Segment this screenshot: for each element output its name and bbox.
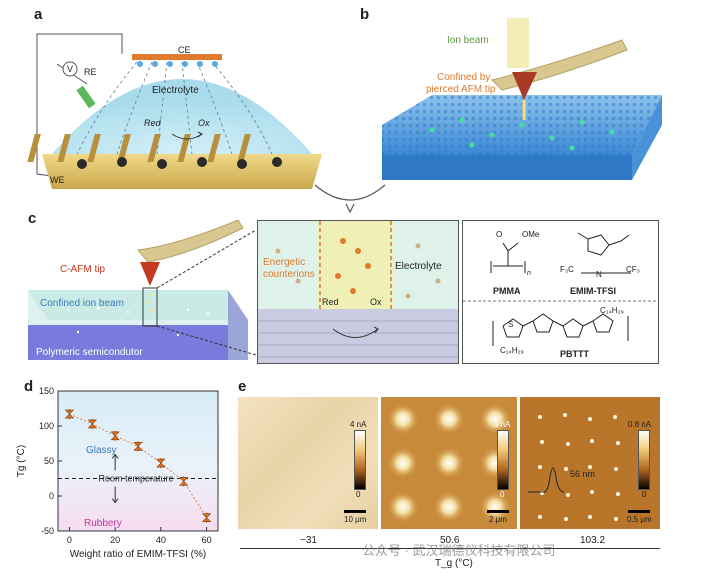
voltmeter-icon	[62, 61, 78, 77]
chem-cf3-label: CF₃	[626, 265, 640, 274]
panel-d-rubbery-label: Rubbery	[84, 518, 122, 529]
panel-e-axis-line	[240, 548, 660, 549]
panel-c-energetic-line2: counterions	[263, 269, 315, 280]
x-tick-label: 20	[110, 535, 120, 545]
panel-a-electrolyte-label: Electrolyte	[152, 85, 199, 96]
panel-a-schematic	[27, 33, 322, 189]
afm-profile-label: 56 nm	[570, 469, 596, 479]
panel-d-glassy-label: Glassy	[86, 445, 117, 456]
panel-c-confined-ion-label: Confined ion beam	[40, 298, 124, 309]
afm-scalebar-2	[487, 510, 509, 513]
y-tick-label: 0	[49, 491, 54, 501]
data-point	[178, 477, 189, 486]
y-tick-label: 50	[44, 456, 54, 466]
panel-b-confined-line1: Confined by	[437, 72, 491, 83]
panel-d-letter: d	[24, 378, 34, 395]
room-temperature-label: Room temperature	[98, 474, 173, 484]
rubbery-arrow	[111, 486, 119, 504]
afm-scalebar-1	[344, 510, 366, 513]
afm-cbar-bottom-2: 0	[500, 490, 505, 499]
panel-b-letter: b	[360, 6, 370, 23]
panel-e-xlabel: T_g (°C)	[435, 558, 473, 569]
panel-a-ce-label: CE	[178, 45, 191, 55]
reference-electrode	[76, 85, 96, 109]
panel-c-polymeric-label: Polymeric semicondutor	[36, 347, 143, 358]
plot-area	[57, 390, 219, 532]
data-point	[201, 513, 212, 522]
afm-scale-label-1: 10 μm	[344, 515, 367, 524]
afm-scale-label-2: 2 μm	[489, 515, 507, 524]
panel-c-cafm-tip-label: C-AFM tip	[60, 264, 105, 275]
panel-e-tg-1: −31	[300, 535, 317, 546]
panel-a-letter: a	[34, 6, 43, 23]
chem-o-label: O	[496, 230, 503, 239]
panel-b-ion-beam-label: Ion beam	[447, 35, 489, 46]
panel-b-confined-line2: pierced AFM tip	[426, 84, 496, 95]
chem-c14-top-label: C₁₄H₂₉	[600, 306, 624, 315]
panel-c-letter: c	[28, 210, 37, 227]
panel-e-letter: e	[238, 378, 247, 395]
x-tick-label: 60	[202, 535, 212, 545]
afm-scale-label-3: 0.5 μm	[627, 515, 652, 524]
x-tick-label: 40	[156, 535, 166, 545]
afm-colorbar-3	[638, 430, 650, 490]
data-point	[156, 458, 166, 468]
panel-a-v-label: V	[67, 64, 74, 74]
merge-arrow	[314, 184, 386, 214]
data-point	[87, 419, 98, 429]
chem-c14-bottom-label: C₁₄H₂₉	[500, 346, 524, 355]
chem-pbttt-label: PBTTT	[560, 349, 589, 359]
chem-f3c-label: F₃C	[560, 265, 574, 274]
panel-a-we-label: WE	[50, 175, 65, 185]
panel-c-energetic-line1: Energetic	[263, 257, 306, 268]
y-tick-label: -50	[41, 526, 54, 536]
counter-electrode	[132, 54, 222, 60]
glassy-arrow	[111, 453, 119, 471]
panel-e-tg-2: 50.6	[440, 535, 460, 546]
panel-a-red-label: Red	[144, 118, 161, 128]
afm-cbar-top-2: 1 nA	[494, 420, 511, 429]
panel-c-electrolyte-label: Electrolyte	[395, 261, 442, 272]
chem-nminus-label: N	[596, 270, 602, 279]
afm-cbar-bottom-3: 0	[642, 490, 647, 499]
chem-ome-label: OMe	[522, 230, 540, 239]
panel-c-chem-box	[462, 220, 659, 364]
panel-c-ox-label: Ox	[370, 297, 382, 307]
y-tick-label: 100	[39, 421, 54, 431]
afm-cbar-bottom-1: 0	[356, 490, 361, 499]
data-point	[133, 442, 143, 451]
chem-pmma-label: PMMA	[493, 286, 521, 296]
panel-c-left-schematic	[28, 220, 257, 360]
data-point	[64, 409, 75, 419]
panel-e-tg-3: 103.2	[580, 535, 606, 546]
afm-scalebar-3	[628, 510, 650, 513]
watermark: 公众号 · 武汉瑞德仪科技有限公司	[362, 543, 556, 558]
panel-a-ox-label: Ox	[198, 118, 210, 128]
chem-s-label: S	[508, 320, 514, 329]
data-point	[110, 431, 120, 441]
afm-image-2	[381, 397, 517, 529]
y-tick-label: 150	[39, 386, 54, 396]
panel-c-red-label: Red	[322, 297, 339, 307]
afm-cbar-top-1: 4 nA	[350, 420, 367, 429]
panel-d-chart: -50 0 50 100 150 0 20 40 60 Room temperature Tg (°…	[16, 386, 219, 560]
chem-n-pmma-label: n	[527, 270, 531, 277]
panel-c-zoom-box	[257, 220, 459, 364]
panel-b-schematic	[382, 18, 662, 180]
x-axis-label: Weight ratio of EMIM-TFSI (%)	[70, 549, 207, 560]
y-axis-label: Tg (°C)	[16, 445, 27, 477]
x-tick-label: 0	[67, 535, 72, 545]
chem-emim-label: EMIM-TFSI	[570, 286, 616, 296]
afm-colorbar-2	[497, 430, 509, 490]
afm-image-3	[520, 397, 660, 529]
afm-colorbar-1	[354, 430, 366, 490]
afm-cbar-top-3: 0.8 nA	[628, 420, 652, 429]
panel-a-re-label: RE	[84, 67, 97, 77]
